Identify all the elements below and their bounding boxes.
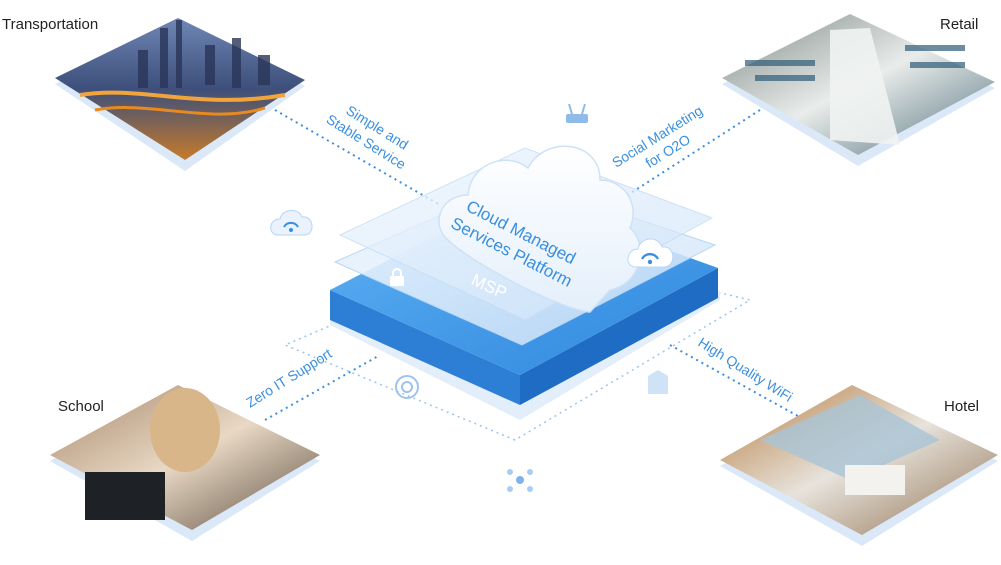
label-retail: Retail — [940, 16, 979, 33]
wifi-cloud-icon-left — [270, 210, 313, 236]
photo-retail — [722, 14, 995, 166]
wifi-cloud-icon-box — [627, 238, 674, 268]
network-icon — [507, 469, 533, 492]
connector-transportation — [274, 109, 441, 206]
building-icon — [648, 370, 668, 394]
link-label-hotel: High Quality WiFi — [695, 334, 795, 405]
link-label-school: Zero IT Support — [243, 345, 335, 410]
photo-hotel — [720, 385, 998, 546]
lock-icon — [390, 268, 404, 286]
connector-hotel — [669, 344, 806, 421]
connector-retail — [619, 109, 761, 201]
label-school: School — [58, 398, 104, 415]
link-label-transportation: Simple and Stable Service — [324, 96, 419, 173]
connectors — [264, 109, 806, 421]
connector-school — [264, 354, 381, 421]
box-right-side — [520, 268, 718, 405]
cloud-shape — [438, 145, 641, 313]
router-icon — [566, 103, 588, 123]
label-hotel: Hotel — [944, 398, 980, 415]
box-left-side — [330, 290, 520, 405]
photo-transportation — [55, 18, 305, 171]
target-icon — [395, 375, 419, 399]
label-transportation: Transportation — [2, 16, 99, 33]
photo-school — [50, 385, 320, 541]
